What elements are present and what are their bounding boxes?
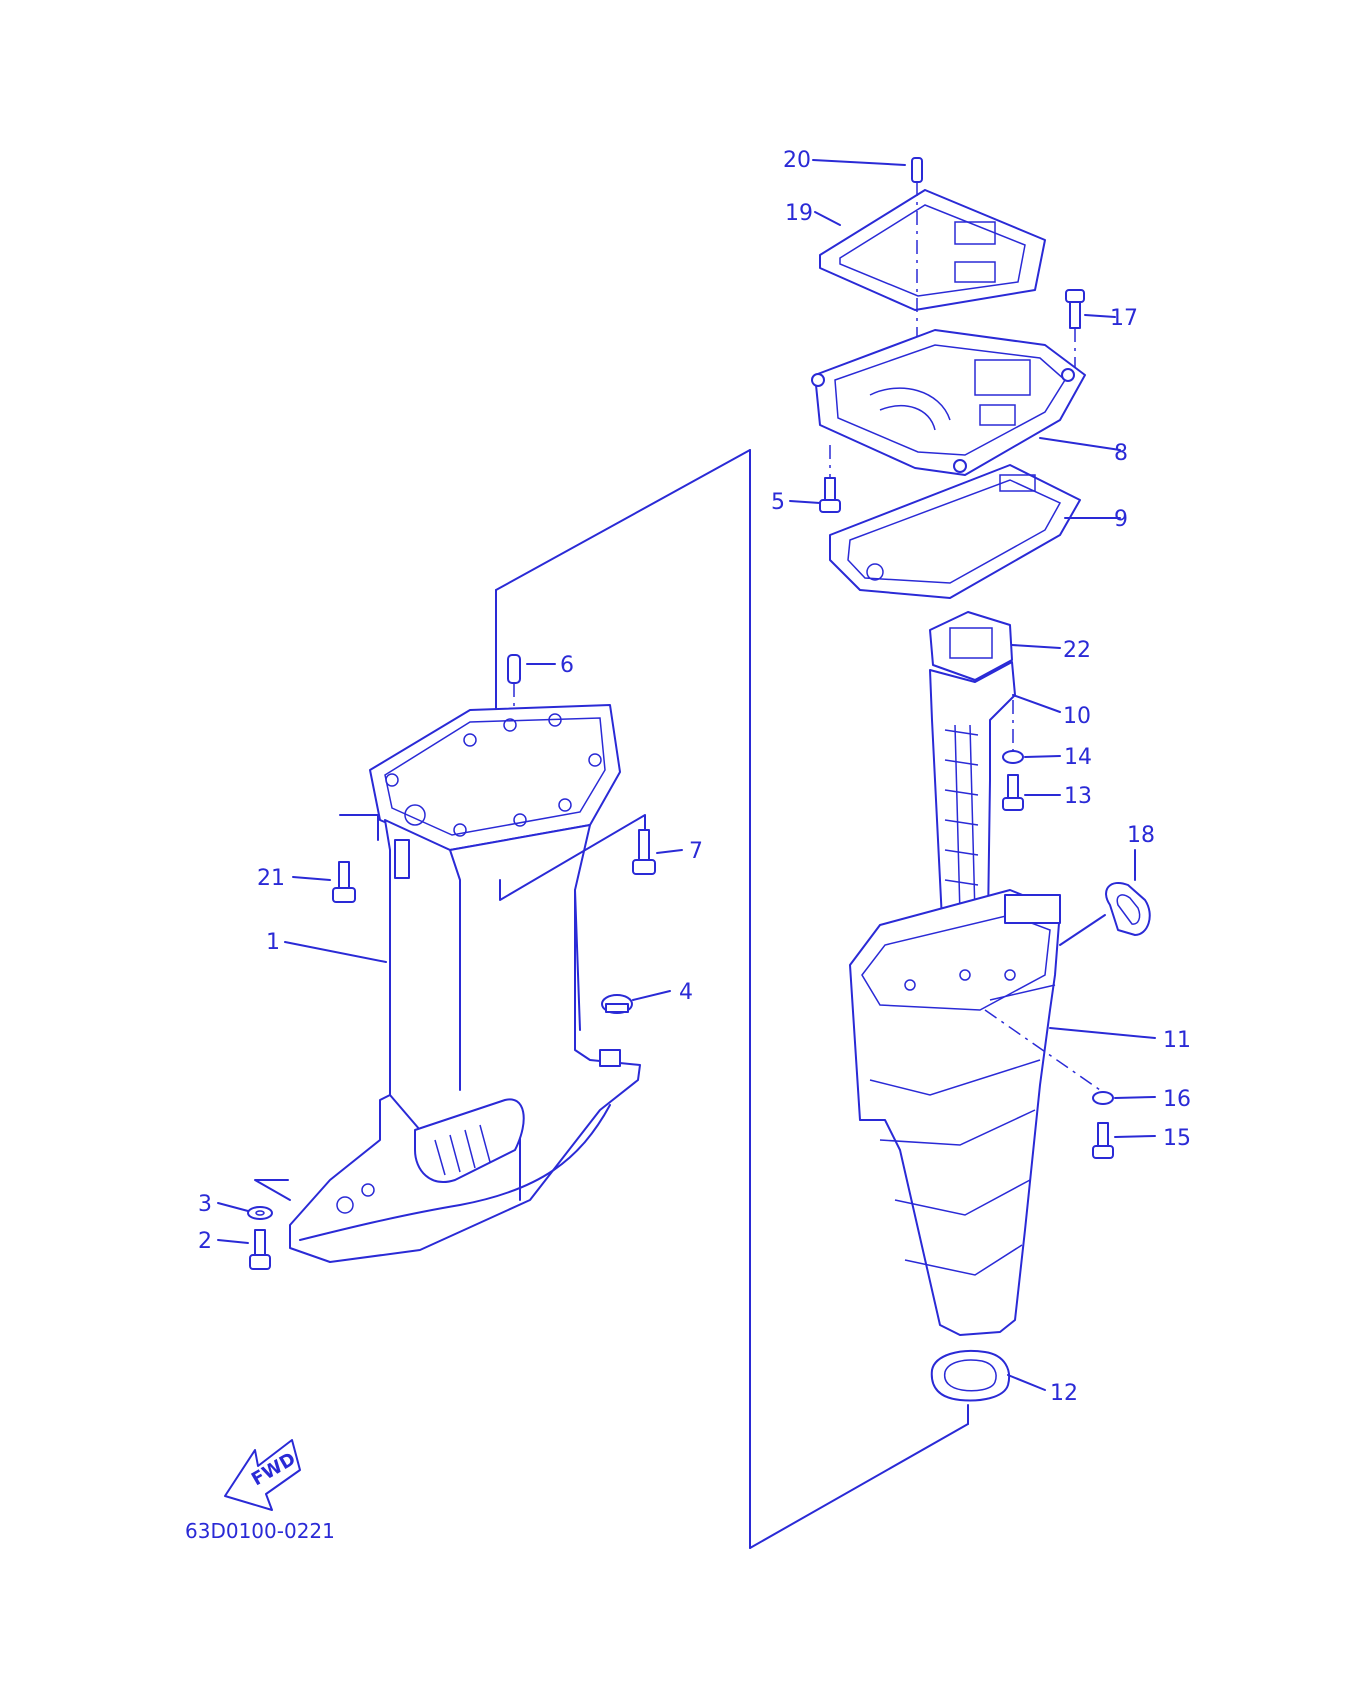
callout-21: 21	[257, 866, 285, 891]
part-6-dowel	[507, 654, 521, 710]
part-7-bolt	[632, 829, 656, 875]
part-19-gasket	[819, 189, 1046, 311]
part-9-gasket	[829, 464, 1081, 599]
part-17-bolt	[1065, 289, 1085, 375]
part-21-bolt	[332, 861, 356, 903]
part-22-gasket	[929, 611, 1013, 681]
callout-labels: 1 2 3 4 5 6 7 8 9 10 11 12 13 14 15 16 1…	[198, 148, 1191, 1406]
callout-18: 18	[1127, 823, 1155, 848]
part-11-muffler	[849, 889, 1061, 1336]
group-bracket	[495, 449, 969, 1549]
callout-13: 13	[1064, 784, 1092, 809]
callout-7: 7	[689, 839, 703, 864]
callout-2: 2	[198, 1229, 212, 1254]
part-8-exhaust-guide	[811, 329, 1086, 476]
part-5-bolt	[819, 445, 841, 513]
callout-5: 5	[771, 490, 785, 515]
part-20-dowel	[911, 157, 923, 345]
part-14-washer	[1002, 700, 1024, 764]
part-2-bolt	[249, 1229, 271, 1270]
part-4-plug	[601, 994, 633, 1014]
callout-14: 14	[1064, 745, 1092, 770]
fwd-arrow-icon: FWD	[224, 1439, 301, 1511]
callout-10: 10	[1063, 704, 1091, 729]
callout-9: 9	[1114, 507, 1128, 532]
callout-20: 20	[783, 148, 811, 173]
part-18-grommet	[1105, 882, 1151, 936]
callout-12: 12	[1050, 1381, 1078, 1406]
callout-8: 8	[1114, 441, 1128, 466]
upper-casing	[289, 704, 641, 1263]
leader-lines	[217, 159, 1156, 1391]
part-3-washer	[247, 1206, 273, 1220]
callout-11: 11	[1163, 1028, 1191, 1053]
callout-17: 17	[1110, 306, 1138, 331]
part-15-bolt	[1092, 1122, 1114, 1159]
callout-19: 19	[785, 201, 813, 226]
part-13-bolt	[1002, 774, 1024, 811]
callout-1: 1	[266, 930, 280, 955]
callout-22: 22	[1063, 638, 1091, 663]
callout-3: 3	[198, 1192, 212, 1217]
callout-15: 15	[1163, 1126, 1191, 1151]
callout-4: 4	[679, 980, 693, 1005]
part-10-exhaust-manifold	[929, 661, 1016, 921]
diagram-code: 63D0100-0221	[185, 1519, 335, 1543]
part-12-seal	[930, 1349, 1010, 1402]
callout-6: 6	[560, 653, 574, 678]
part-16-washer	[1092, 1091, 1114, 1105]
callout-16: 16	[1163, 1087, 1191, 1112]
